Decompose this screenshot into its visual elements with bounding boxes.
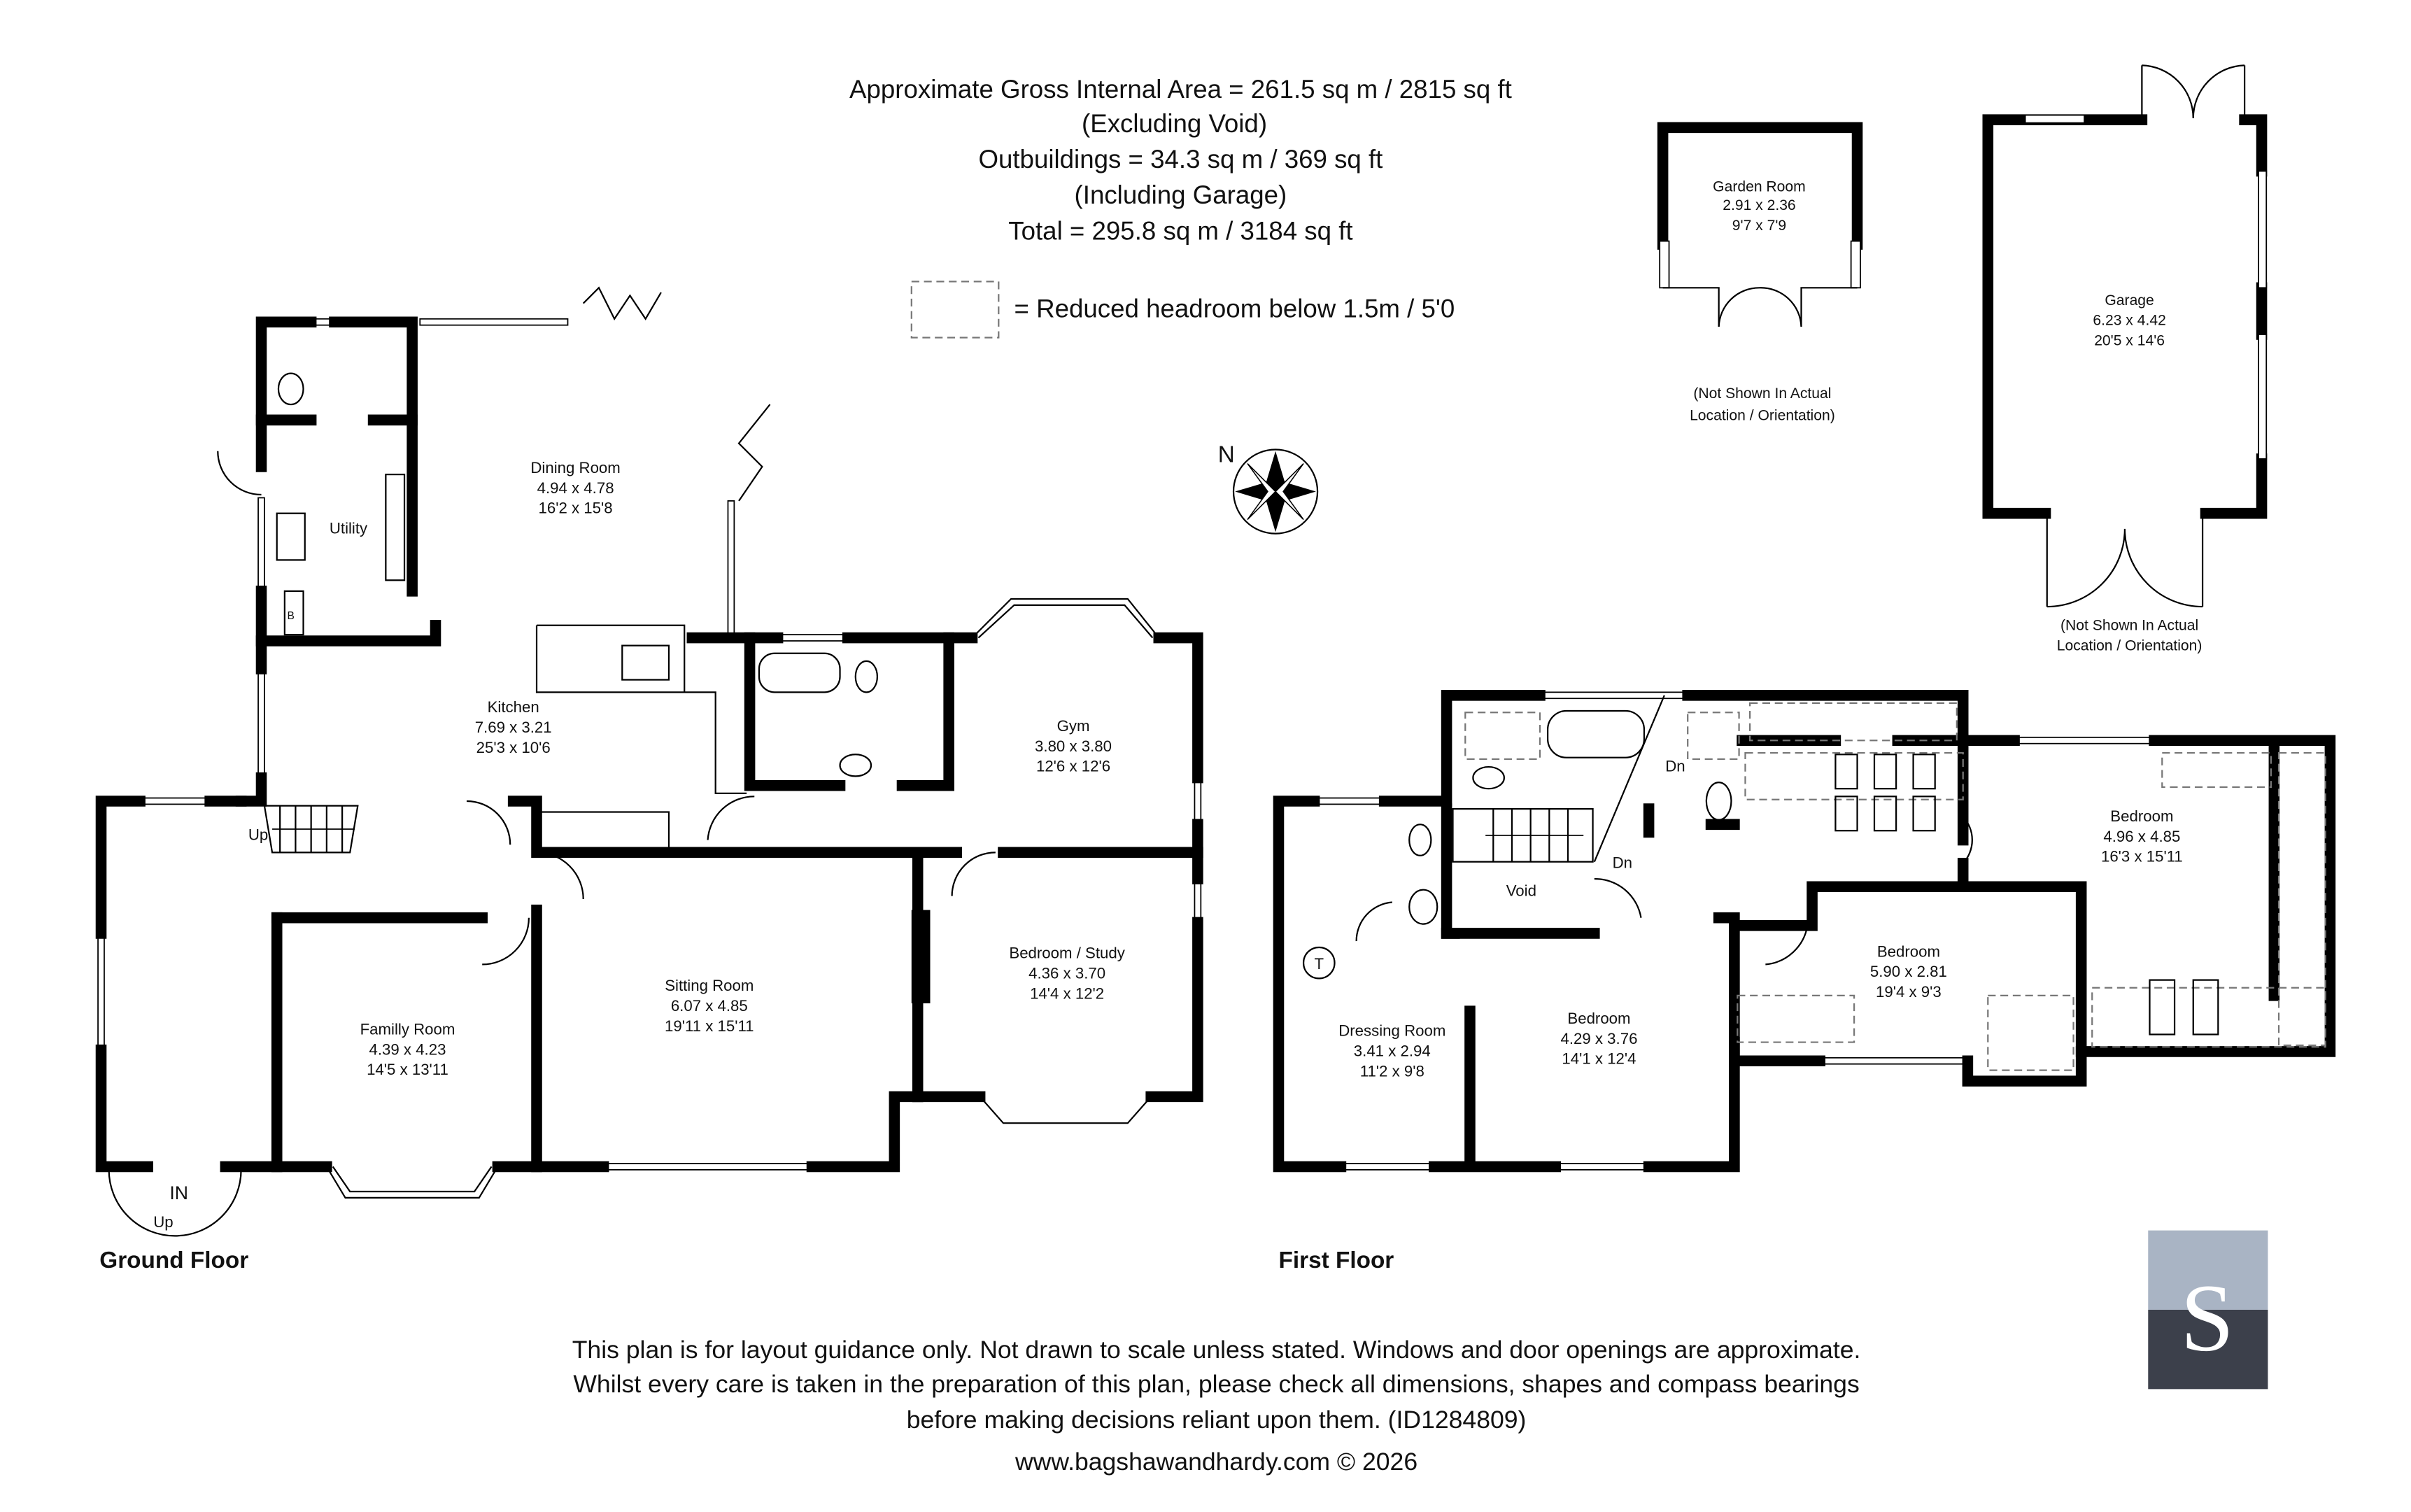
garden-room-imperial: 9'7 x 7'9 <box>1732 218 1786 234</box>
outbuildings-area-text: Outbuildings = 34.3 sq m / 369 sq ft <box>978 145 1383 174</box>
excluding-void-text: (Excluding Void) <box>1082 109 1267 138</box>
sitting-room-metric: 6.07 x 4.85 <box>671 997 748 1015</box>
kitchen-imperial: 25'3 x 10'6 <box>476 739 551 756</box>
family-room-name: Familly Room <box>360 1020 455 1038</box>
bedroom-1-name: Bedroom <box>2110 807 2173 825</box>
entrance-label: IN <box>169 1182 188 1203</box>
disclaimer-line-2: Whilst every care is taken in the prepar… <box>573 1370 1859 1398</box>
tank-label: T <box>1315 955 1324 973</box>
bedroom-1-imperial: 16'3 x 15'11 <box>2101 848 2183 865</box>
reduced-headroom-swatch <box>910 281 1000 339</box>
family-room-metric: 4.39 x 4.23 <box>369 1040 446 1058</box>
bedroom-study-metric: 4.36 x 3.70 <box>1028 964 1105 982</box>
garden-room-note-1: (Not Shown In Actual <box>1693 386 1831 402</box>
void-label: Void <box>1506 882 1536 900</box>
water-tank-icon <box>1302 946 1336 980</box>
bedroom-2-imperial: 19'4 x 9'3 <box>1876 983 1942 1001</box>
ground-floor-plan: Dining Room 4.94 x 4.78 16'2 x 15'8 Util… <box>95 286 1203 1273</box>
bedroom-2-metric: 5.90 x 2.81 <box>1870 963 1947 980</box>
first-floor-plan: Bedroom 4.96 x 4.85 16'3 x 15'11 Bedroom… <box>1273 690 2336 1273</box>
bedroom-3-metric: 4.29 x 3.76 <box>1560 1030 1637 1047</box>
gym-name: Gym <box>1057 717 1090 735</box>
dining-room-name: Dining Room <box>530 459 620 476</box>
total-area-text: Total = 295.8 sq m / 3184 sq ft <box>1008 216 1352 245</box>
step-up-label: Up <box>153 1213 173 1231</box>
bedroom-study-imperial: 14'4 x 12'2 <box>1030 984 1104 1002</box>
sitting-room-imperial: 19'11 x 15'11 <box>665 1017 754 1035</box>
disclaimer-line-3: before making decisions reliant upon the… <box>907 1406 1527 1434</box>
garden-room-metric: 2.91 x 2.36 <box>1723 197 1795 213</box>
stairs-up-label: Up <box>248 826 268 844</box>
bedroom-3-name: Bedroom <box>1567 1010 1630 1027</box>
disclaimer: This plan is for layout guidance only. N… <box>572 1336 1861 1476</box>
sitting-room-name: Sitting Room <box>665 977 754 994</box>
gym-imperial: 12'6 x 12'6 <box>1036 758 1110 775</box>
gross-area-text: Approximate Gross Internal Area = 261.5 … <box>849 75 1512 104</box>
stairs-down-label-1: Dn <box>1665 758 1685 775</box>
dressing-room-imperial: 11'2 x 9'8 <box>1360 1062 1424 1080</box>
ground-floor-title: Ground Floor <box>99 1248 248 1273</box>
first-floor-title: First Floor <box>1278 1248 1394 1273</box>
headroom-legend: = Reduced headroom below 1.5m / 5'0 <box>910 281 1455 339</box>
family-room-imperial: 14'5 x 13'11 <box>367 1061 448 1078</box>
website-copyright[interactable]: www.bagshawandhardy.com © 2026 <box>1014 1448 1417 1476</box>
dining-room-imperial: 16'2 x 15'8 <box>539 500 613 517</box>
dressing-room-metric: 3.41 x 2.94 <box>1354 1043 1431 1060</box>
bedroom-2-name: Bedroom <box>1877 942 1940 960</box>
garden-room-note-2: Location / Orientation) <box>1690 407 1835 423</box>
disclaimer-line-1: This plan is for layout guidance only. N… <box>572 1336 1861 1364</box>
kitchen-name: Kitchen <box>488 698 539 716</box>
kitchen-metric: 7.69 x 3.21 <box>475 719 552 736</box>
gym-metric: 3.80 x 3.80 <box>1035 737 1112 755</box>
bedroom-1-metric: 4.96 x 4.85 <box>2103 828 2180 845</box>
boiler-label: B <box>288 610 295 622</box>
legend-text: = Reduced headroom below 1.5m / 5'0 <box>1014 295 1455 323</box>
garage-metric: 6.23 x 4.42 <box>2093 313 2165 329</box>
logo-letter: S <box>2180 1264 2234 1371</box>
garden-room-plan: Garden Room 2.91 x 2.36 9'7 x 7'9 (Not S… <box>1657 122 1863 423</box>
garage-imperial: 20'5 x 14'6 <box>2094 333 2165 349</box>
bedroom-study-name: Bedroom / Study <box>1009 945 1125 962</box>
brand-logo: S <box>2148 1230 2268 1390</box>
first-floor-stairs <box>1452 695 1665 863</box>
including-garage-text: (Including Garage) <box>1075 181 1287 209</box>
garden-room-name: Garden Room <box>1713 178 1806 195</box>
stairs-down-label-2: Dn <box>1613 854 1632 872</box>
utility-name: Utility <box>330 520 368 537</box>
garage-note-1: (Not Shown In Actual <box>2060 617 2198 633</box>
garage-plan: Garage 6.23 x 4.42 20'5 x 14'6 (Not Show… <box>1982 64 2268 653</box>
ground-stairs <box>263 805 359 854</box>
dressing-room-name: Dressing Room <box>1338 1022 1445 1040</box>
garage-note-2: Location / Orientation) <box>2057 637 2203 653</box>
garage-name: Garage <box>2105 292 2154 309</box>
bedroom-3-imperial: 14'1 x 12'4 <box>1562 1050 1636 1068</box>
area-summary: Approximate Gross Internal Area = 261.5 … <box>849 75 1512 245</box>
compass-north-label: N <box>1218 441 1235 467</box>
dining-room-metric: 4.94 x 4.78 <box>537 479 614 497</box>
compass-icon: N <box>1218 441 1319 535</box>
